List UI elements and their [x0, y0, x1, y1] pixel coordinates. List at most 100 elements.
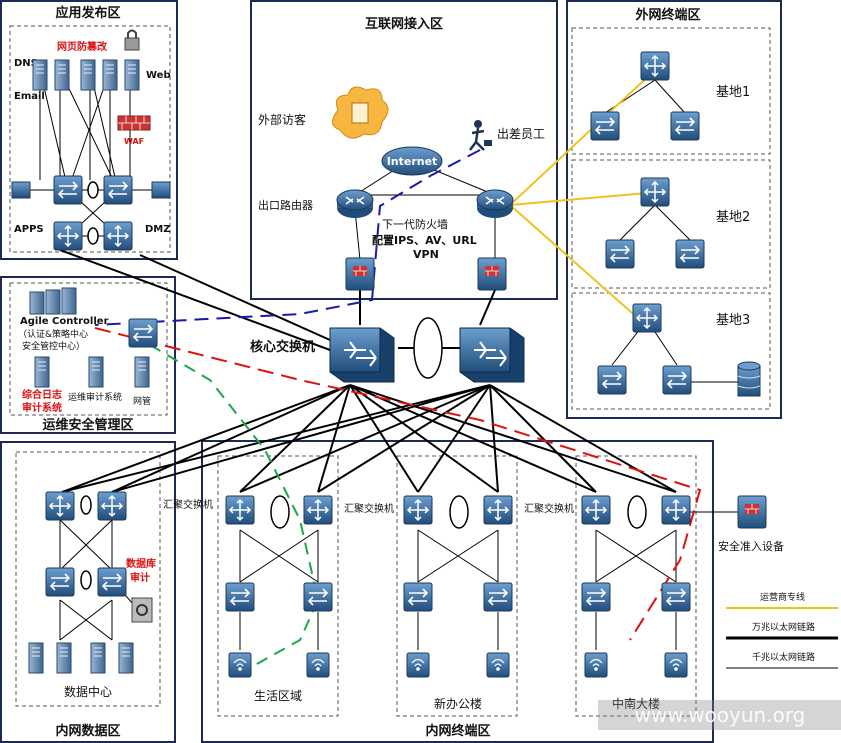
traveler-label: 出差员工: [497, 127, 545, 141]
switch-icon: [661, 582, 691, 612]
web-label: Web: [146, 70, 171, 81]
l3-switch-icon: [661, 495, 691, 525]
server-icon: [34, 356, 50, 388]
legend-1g-label: 千兆以太网链路: [752, 651, 815, 663]
ops-zone-title: 运维安全管理区: [42, 417, 133, 433]
l3-switch-icon: [640, 177, 670, 207]
dns-label: DNS: [14, 58, 38, 69]
server-icon: [118, 642, 134, 674]
agile-controller-icon: [29, 287, 77, 315]
core-label: 核心交换机: [250, 339, 315, 355]
base1-box: [571, 27, 771, 155]
lock-icon: [124, 29, 140, 51]
site-zhongnan-box: [575, 455, 697, 717]
agile-sub1: （认证&策略中心: [18, 328, 88, 340]
datacenter-zone-inner: [15, 451, 161, 707]
switch-icon: [45, 567, 75, 597]
firewall-icon: [477, 257, 507, 291]
waf-label: WAF: [124, 137, 144, 146]
switch-icon: [605, 239, 635, 269]
base3-box: [571, 292, 771, 410]
db-audit-label-1: 数据库: [126, 557, 156, 570]
firewall-icon: [345, 257, 375, 291]
wireless-ap-icon: [228, 652, 252, 678]
agg-label-3: 汇聚交换机: [524, 502, 574, 515]
switch-icon: [670, 111, 700, 141]
ngfw-config-label: 配置IPS、AV、URL: [372, 233, 477, 247]
switch-icon: [128, 318, 158, 348]
legend-10g-label: 万兆以太网链路: [752, 621, 815, 633]
switch-icon: [303, 582, 333, 612]
audit-path: [94, 327, 702, 641]
l3-switch-icon: [225, 495, 255, 525]
server-icon: [90, 642, 106, 674]
log-label-2: 审计系统: [22, 401, 62, 414]
l3-switch-icon: [581, 495, 611, 525]
email-label: Email: [14, 91, 45, 102]
audit-sys-label: 运维审计系统: [68, 391, 122, 403]
nms-label: 网管: [133, 395, 151, 407]
site-newoffice-box: [396, 455, 518, 717]
agile-sub2: 安全管控中心）: [22, 340, 85, 352]
visitor-label: 外部访客: [258, 112, 306, 127]
site-living-label: 生活区域: [254, 689, 302, 703]
intranet-zone-title: 内网终端区: [425, 723, 490, 739]
l3-switch-icon: [97, 491, 127, 521]
switch-icon: [97, 567, 127, 597]
ops-zone-inner: [9, 282, 168, 416]
datacenter-zone-border: [0, 441, 176, 743]
l3-switch-icon: [303, 495, 333, 525]
server-icon: [80, 59, 96, 91]
l3-switch-icon: [403, 495, 433, 525]
load-balancer-icon: [151, 181, 171, 199]
switch-icon: [597, 365, 627, 395]
server-icon: [54, 59, 70, 91]
server-icon: [56, 642, 72, 674]
extranet-zone-title: 外网终端区: [634, 7, 700, 23]
db-audit-icon: [131, 597, 153, 623]
switch-icon: [581, 582, 611, 612]
datacenter-label: 数据中心: [64, 684, 112, 699]
agile-label: Agile Controller: [20, 316, 109, 327]
waf-icon: [117, 115, 151, 131]
server-icon: [102, 59, 118, 91]
server-icon: [28, 642, 44, 674]
wireless-ap-icon: [486, 652, 510, 678]
server-icon: [134, 356, 150, 388]
green-path: [149, 344, 320, 666]
wireless-ap-icon: [306, 652, 330, 678]
server-icon: [32, 59, 48, 91]
switch-icon: [483, 582, 513, 612]
l3-switch-icon: [632, 303, 662, 333]
base1-label: 基地1: [716, 85, 750, 100]
site-zhongnan-label: 中南大楼: [612, 696, 660, 711]
nac-label: 安全准入设备: [718, 539, 784, 553]
tamper-label: 网页防篡改: [57, 40, 108, 53]
l3-switch-icon: [483, 495, 513, 525]
switch-icon: [675, 239, 705, 269]
dmz-label: DMZ: [145, 224, 171, 235]
watermark: www.wooyun.org: [635, 703, 806, 727]
visitor-icon: [332, 86, 389, 139]
switch-icon: [103, 175, 133, 205]
base2-label: 基地2: [716, 210, 750, 225]
core-switch-icon: [459, 327, 525, 383]
vpn-path: [94, 149, 481, 326]
vpn-label: VPN: [413, 248, 439, 261]
wireless-ap-icon: [664, 652, 688, 678]
server-icon: [124, 59, 140, 91]
ten-g-links: [59, 249, 677, 493]
intranet-zone-border: [201, 440, 714, 743]
switch-icon: [53, 175, 83, 205]
legend: 运营商专线 万兆以太网链路 千兆以太网链路: [726, 591, 838, 669]
storage-icon: [737, 361, 761, 397]
internet-zone-border: [250, 0, 558, 300]
db-audit-label-2: 审计: [130, 571, 150, 584]
app-zone-title: 应用发布区: [55, 5, 120, 21]
ops-zone-border: [0, 276, 176, 434]
ngfw-label: 下一代防火墙: [382, 217, 448, 231]
internet-zone-title: 互联网接入区: [365, 16, 443, 32]
datacenter-zone-title: 内网数据区: [55, 723, 120, 739]
